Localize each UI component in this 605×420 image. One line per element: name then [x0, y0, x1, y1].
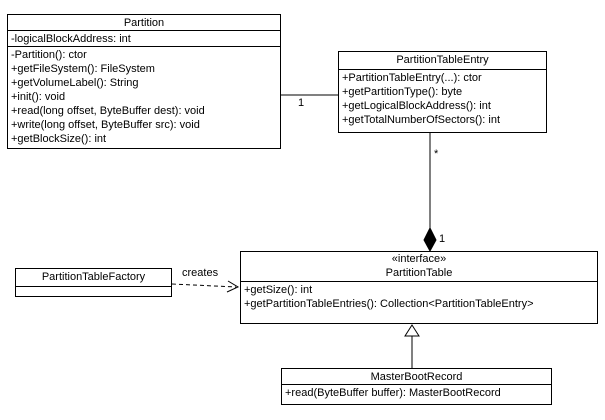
dependency-line-factory-table — [171, 283, 237, 288]
class-partitiontableentry: PartitionTableEntry +PartitionTableEntry… — [338, 51, 547, 133]
association-multiplicity-1: 1 — [298, 97, 305, 109]
class-partition-name: Partition — [123, 17, 165, 29]
class-partitiontableentry-name: PartitionTableEntry — [396, 54, 489, 66]
method-line: +init(): void — [11, 91, 66, 103]
interface-partitiontable-name: PartitionTable — [385, 267, 453, 279]
method-line: +getFileSystem(): FileSystem — [11, 63, 155, 75]
class-partition-methods: -Partition(): ctor +getFileSystem(): Fil… — [8, 46, 280, 148]
attribute-line: -logicalBlockAddress: int — [11, 33, 131, 45]
method-line: +read(ByteBuffer buffer): MasterBootReco… — [285, 387, 501, 399]
composition-diamond-icon — [423, 226, 437, 253]
interface-partitiontable-methods: +getSize(): int +getPartitionTableEntrie… — [241, 281, 597, 323]
method-line: +write(long offset, ByteBuffer src): voi… — [11, 119, 200, 131]
method-line: +getVolumeLabel(): String — [11, 77, 139, 89]
interface-partitiontable-title: «interface» PartitionTable — [241, 252, 597, 281]
interface-partitiontable: «interface» PartitionTable +getSize(): i… — [240, 251, 598, 324]
method-line: +PartitionTableEntry(...): ctor — [342, 72, 482, 84]
method-line: +getSize(): int — [244, 284, 313, 296]
class-partitiontablefactory-empty-compartment — [16, 286, 171, 296]
class-partitiontablefactory: PartitionTableFactory — [15, 268, 172, 297]
class-masterbootrecord-name: MasterBootRecord — [370, 371, 463, 383]
dependency-label-creates: creates — [182, 267, 219, 279]
method-line: +read(long offset, ByteBuffer dest): voi… — [11, 105, 205, 117]
dependency-open-arrowhead-icon — [226, 280, 240, 293]
class-partition-attributes: -logicalBlockAddress: int — [8, 30, 280, 46]
method-line: -Partition(): ctor — [11, 49, 87, 61]
class-masterbootrecord: MasterBootRecord +read(ByteBuffer buffer… — [281, 368, 552, 405]
composition-multiplicity-1: 1 — [439, 233, 446, 245]
method-line: +getPartitionType(): byte — [342, 86, 463, 98]
class-masterbootrecord-methods: +read(ByteBuffer buffer): MasterBootReco… — [282, 384, 551, 404]
method-line: +getTotalNumberOfSectors(): int — [342, 114, 501, 126]
method-line: +getLogicalBlockAddress(): int — [342, 100, 491, 112]
class-partitiontableentry-methods: +PartitionTableEntry(...): ctor +getPart… — [339, 69, 546, 132]
realization-triangle-icon — [404, 324, 420, 337]
method-line: +getBlockSize(): int — [11, 133, 107, 145]
method-line: +getPartitionTableEntries(): Collection<… — [244, 298, 534, 310]
class-partitiontablefactory-name: PartitionTableFactory — [41, 271, 146, 283]
composition-multiplicity-star: * — [434, 148, 439, 160]
class-partition: Partition -logicalBlockAddress: int -Par… — [7, 14, 281, 149]
interface-stereotype: «interface» — [391, 253, 447, 265]
